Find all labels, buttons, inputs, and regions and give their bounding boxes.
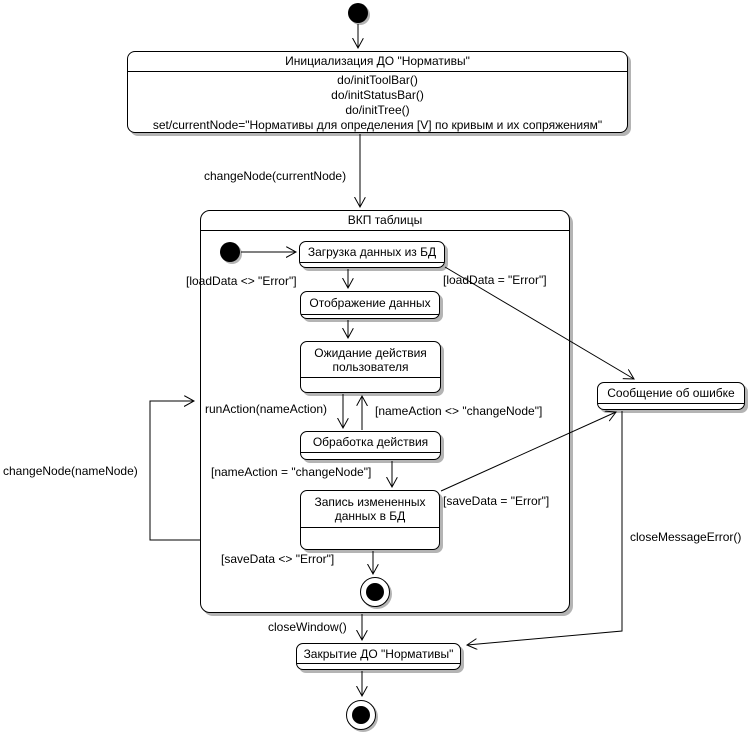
state-compartment-divider [300, 262, 444, 267]
state-init-title: Инициализация ДО "Нормативы" [128, 52, 627, 72]
state-compartment-divider [301, 377, 440, 392]
state-wait-user-action: Ожидание действия пользователя [300, 341, 441, 393]
state-init-action: set/currentNode="Нормативы для определен… [152, 118, 603, 132]
state-process-action: Обработка действия [300, 431, 441, 460]
label-change-node-current: changeNode(currentNode) [204, 169, 347, 183]
final-state-bottom-dot [352, 706, 370, 724]
state-init-action: do/initStatusBar() [331, 88, 424, 102]
state-wait-user-action-label: Ожидание действия пользователя [314, 345, 427, 374]
state-display-data: Отображение данных [300, 291, 440, 319]
label-save-error-guard: [saveData = "Error"] [443, 494, 550, 508]
state-init-action: do/initToolBar() [337, 73, 418, 87]
initial-state-inner [220, 242, 240, 262]
state-save-changed-data-label: Запись измененных данных в БД [314, 495, 426, 523]
label-load-ok-guard: [loadData <> "Error"] [186, 274, 297, 288]
label-save-ok-guard: [saveData <> "Error"] [221, 552, 335, 566]
state-error-message-label: Сообщение об ошибке [607, 386, 735, 400]
state-close-normativy-label: Закрытие ДО "Нормативы" [303, 646, 454, 661]
state-init-actions: do/initToolBar() do/initStatusBar() do/i… [128, 72, 627, 133]
state-close-normativy: Закрытие ДО "Нормативы" [296, 643, 461, 670]
initial-state-top [348, 3, 368, 23]
state-process-action-label: Обработка действия [312, 435, 429, 449]
state-error-message: Сообщение об ошибке [597, 382, 745, 410]
label-change-node-name: changeNode(nameNode) [3, 464, 138, 478]
final-state-bottom [346, 700, 376, 730]
state-init-normativy: Инициализация ДО "Нормативы" do/initTool… [127, 51, 628, 133]
label-load-error-guard: [loadData = "Error"] [443, 273, 547, 287]
state-save-changed-data: Запись измененных данных в БД [300, 490, 440, 550]
label-name-action-neq-guard: [nameAction <> "changeNode"] [375, 404, 543, 418]
state-compartment-divider [301, 452, 440, 459]
edge-vkp-self-loop [149, 401, 200, 541]
state-load-data-label: Загрузка данных из БД [307, 245, 437, 259]
state-compartment-divider [301, 314, 439, 318]
label-close-message-error: closeMessageError() [630, 530, 742, 544]
label-close-window: closeWindow() [268, 620, 347, 634]
state-load-data: Загрузка данных из БД [299, 241, 445, 268]
label-run-action: runAction(nameAction) [205, 402, 328, 416]
state-compartment-divider [297, 663, 460, 669]
final-state-inner [360, 577, 390, 607]
state-compartment-divider [598, 403, 744, 409]
state-init-action: do/initTree() [345, 103, 410, 117]
final-state-inner-dot [366, 583, 384, 601]
state-display-data-label: Отображение данных [309, 296, 431, 310]
composite-state-title: ВКП таблицы [201, 211, 569, 231]
label-name-action-eq-guard: [nameAction = "changeNode"] [211, 465, 372, 479]
state-compartment-divider [301, 527, 439, 549]
